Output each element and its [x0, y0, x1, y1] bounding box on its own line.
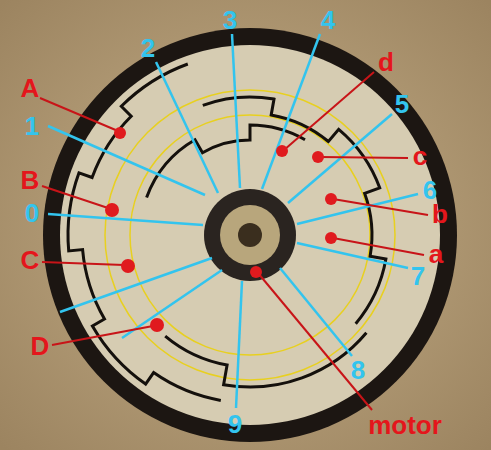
yellow-circle: [130, 115, 370, 355]
leader-line: [232, 34, 240, 188]
position-number: 8: [351, 357, 365, 383]
leader-line: [40, 98, 118, 131]
contact-track: [165, 333, 366, 387]
position-number: 4: [321, 7, 335, 33]
contact-letter: b: [432, 201, 448, 227]
motor-label: motor: [368, 412, 442, 438]
position-number: 9: [228, 411, 242, 437]
leader-line: [262, 34, 320, 189]
contact-dot: [121, 259, 135, 273]
bearing: [220, 205, 280, 265]
contact-letter: D: [31, 333, 50, 359]
leader-line: [60, 258, 212, 312]
contact-dot: [276, 145, 288, 157]
leader-line: [297, 243, 408, 268]
leader-line: [236, 281, 242, 408]
contact-letter: a: [429, 241, 443, 267]
position-number: 2: [141, 35, 155, 61]
leader-line: [156, 62, 218, 193]
contact-dot: [105, 203, 119, 217]
contact-dot: [325, 232, 337, 244]
outer-ring: [43, 28, 457, 442]
position-number: 0: [25, 200, 39, 226]
contact-track: [68, 64, 221, 400]
leader-line: [42, 262, 124, 265]
contact-track: [203, 97, 386, 324]
position-number: 6: [423, 177, 437, 203]
cyan-leaders: [48, 34, 418, 408]
contact-dot: [250, 266, 262, 278]
contact-letter: C: [21, 247, 40, 273]
hub: [204, 189, 296, 281]
leader-line: [333, 238, 424, 255]
red-leaders: [40, 72, 428, 410]
leader-line: [52, 326, 153, 345]
leader-line: [48, 126, 205, 195]
position-number: 3: [223, 7, 237, 33]
position-number: 7: [411, 263, 425, 289]
shaft-hole: [238, 223, 262, 247]
yellow-circle: [105, 90, 395, 380]
contact-letter: d: [378, 49, 394, 75]
contact-dots: [105, 127, 337, 332]
contact-dot: [325, 193, 337, 205]
leader-line: [258, 273, 372, 410]
contact-tracks: [68, 64, 386, 400]
leader-line: [320, 157, 408, 158]
contact-dot: [150, 318, 164, 332]
leader-line: [122, 270, 222, 338]
leader-line: [42, 186, 108, 208]
contact-dot: [312, 151, 324, 163]
leader-line: [48, 214, 203, 225]
leader-line: [284, 72, 374, 150]
contact-letter: A: [21, 75, 40, 101]
contact-letter: B: [21, 167, 40, 193]
disc-face: [60, 45, 440, 425]
position-number: 5: [395, 91, 409, 117]
leader-line: [333, 199, 428, 215]
contact-letter: c: [413, 143, 427, 169]
leader-line: [297, 194, 418, 224]
contact-dot: [114, 127, 126, 139]
position-number: 1: [25, 113, 39, 139]
